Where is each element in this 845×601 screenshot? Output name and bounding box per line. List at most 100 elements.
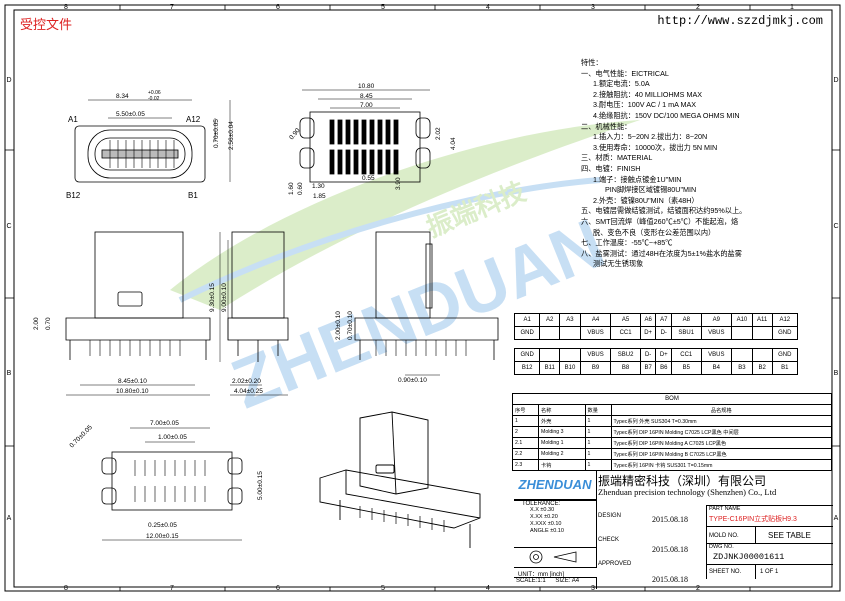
top-view bbox=[74, 99, 231, 183]
pin-cell bbox=[731, 348, 753, 362]
col-label: 3 bbox=[591, 4, 595, 11]
dates: 2015.08.18 2015.08.18 2015.08.18 bbox=[652, 515, 688, 584]
pin-cell: B4 bbox=[700, 361, 733, 375]
spec-line: 1.额定电流：5.0A bbox=[593, 79, 650, 89]
pin-cell: CC1 bbox=[671, 348, 702, 362]
dim-back-lip: 0.70±0.10 bbox=[347, 311, 354, 340]
dim-outer-width: 10.80±0.10 bbox=[116, 388, 149, 395]
bom-header-row: 序号 名称 数量 品名规格 bbox=[511, 404, 833, 416]
dim-pitch: 5.50±0.05 bbox=[116, 111, 145, 118]
col-label: 2 bbox=[696, 585, 700, 592]
dim-total-height: 9.30±0.15 bbox=[209, 283, 216, 312]
pin-cell: A1 bbox=[513, 313, 541, 327]
spec-line: 测试无生锈现象 bbox=[593, 259, 644, 269]
footprint-labels: 10.80 8.45 7.00 0.90 2.02 4.04 0.55 1.30… bbox=[288, 83, 457, 200]
col-label: 8 bbox=[64, 4, 68, 11]
pin-cell: B12 bbox=[513, 361, 541, 375]
approval-labels: DESIGN CHECK APPROVED bbox=[598, 513, 632, 567]
col-label: 4 bbox=[486, 4, 490, 11]
col-label: 5 bbox=[381, 4, 385, 11]
pin-cell: A12 bbox=[771, 313, 799, 327]
pin-cell: A2 bbox=[539, 313, 561, 327]
bom-title: BOM bbox=[512, 393, 832, 405]
dim-pin-span: 4.04±0.25 bbox=[234, 388, 263, 395]
row-label: D bbox=[833, 77, 838, 84]
border-labels: 8 7 6 5 4 3 2 1 8 7 6 5 4 3 2 D C B A D … bbox=[6, 4, 838, 592]
spec-line: 4.绝缘阻抗：150V DC/100 MEGA OHMS MIN bbox=[593, 110, 740, 120]
dim-bottom-pin: 1.00±0.05 bbox=[158, 434, 187, 441]
bottom-view bbox=[101, 427, 243, 541]
pin-cell: B2 bbox=[751, 361, 773, 375]
spec-line: 二、机械性能： bbox=[581, 121, 632, 131]
col-label: 1 bbox=[790, 4, 794, 11]
bom-header: 数量 bbox=[584, 404, 612, 416]
pin-cell bbox=[559, 326, 581, 340]
row-label: C bbox=[6, 223, 11, 230]
spec-line: 3.耐电压：100V AC / 1 mA MAX bbox=[593, 100, 697, 110]
pin-cell: SBU2 bbox=[610, 348, 641, 362]
dim-row-pitch: 2.02 bbox=[435, 127, 442, 140]
dim-body-height: 9.00±0.10 bbox=[221, 283, 228, 312]
website-url[interactable]: http://www.szzdjmkj.com bbox=[657, 14, 823, 28]
part-name: TYPE-C16PIN立式贴板H9.3 bbox=[707, 514, 833, 527]
bom-header: 名称 bbox=[538, 404, 586, 416]
pin-cell bbox=[751, 348, 773, 362]
pin-cell: B7 bbox=[639, 361, 657, 375]
row-label: B bbox=[7, 370, 12, 377]
footprint-view bbox=[299, 89, 431, 183]
pin-cell bbox=[539, 348, 561, 362]
front-view bbox=[65, 231, 211, 396]
spec-line: 2.接触阻抗：40 MILLIOHMS MAX bbox=[593, 89, 703, 99]
dim-row-span: 4.04 bbox=[450, 137, 457, 150]
dim-bottom-hole: 0.70±0.05 bbox=[68, 424, 94, 450]
spec-line: 3.使用寿命：10000次，拔出力 5N MIN bbox=[593, 142, 718, 152]
row-label: D bbox=[6, 77, 11, 84]
spec-title: 特性： bbox=[581, 58, 603, 67]
col-label: 6 bbox=[276, 4, 280, 11]
dwg-no: ZDJNKJ00001611 bbox=[707, 552, 833, 565]
col-label: 6 bbox=[276, 585, 280, 592]
col-label: 7 bbox=[170, 4, 174, 11]
pin-cell: A4 bbox=[579, 313, 612, 327]
dim-pad-offset: 1.30 bbox=[312, 183, 325, 190]
pin-a1-label: A1 bbox=[68, 115, 78, 124]
bom-header: 品名规格 bbox=[610, 404, 833, 416]
isometric-view bbox=[319, 411, 481, 548]
side-view bbox=[219, 231, 289, 396]
dim-bottom-lead: 0.25±0.05 bbox=[148, 522, 177, 529]
company-logo-box: ZHENDUAN bbox=[514, 471, 597, 500]
back-view bbox=[354, 231, 499, 376]
pin-cell: B8 bbox=[610, 361, 641, 375]
pin-cell: A3 bbox=[559, 313, 581, 327]
pin-cell: VBUS bbox=[700, 348, 733, 362]
company-name-en: Zhenduan precision technology (Shenzhen)… bbox=[598, 487, 777, 497]
pin-cell: GND bbox=[771, 348, 799, 362]
dim-bottom-height: 5.00±0.15 bbox=[257, 471, 264, 500]
title-block: ZHENDUAN 振端精密科技（深圳）有限公司 Zhenduan precisi… bbox=[514, 470, 833, 589]
pin-cell: D+ bbox=[639, 326, 657, 340]
pin-cell: D+ bbox=[655, 348, 673, 362]
dim-overall: 10.80 bbox=[358, 83, 375, 90]
dim-bottom-pitch: 7.00±0.05 bbox=[150, 420, 179, 427]
sheet-no: 1 OF 1 bbox=[760, 569, 779, 575]
dim-outer-pitch: 8.45 bbox=[360, 93, 373, 100]
spec-line: 1.端子：接触点镀金1U"MIN bbox=[593, 174, 682, 184]
spec-line: 脱、变色不良（变形在公差范围以内） bbox=[593, 227, 716, 237]
pin-cell: A6 bbox=[639, 313, 657, 327]
pin-cell: A9 bbox=[700, 313, 733, 327]
pin-cell bbox=[539, 326, 561, 340]
bom-header: 序号 bbox=[511, 404, 540, 416]
spec-line: 八、盐雾测试：通过48H在浓度为5±1%盐水的盐雾 bbox=[581, 248, 742, 258]
border-ticks bbox=[5, 5, 840, 591]
pin-cell: CC1 bbox=[610, 326, 641, 340]
dim-pad-length: 1.60 bbox=[288, 182, 295, 195]
